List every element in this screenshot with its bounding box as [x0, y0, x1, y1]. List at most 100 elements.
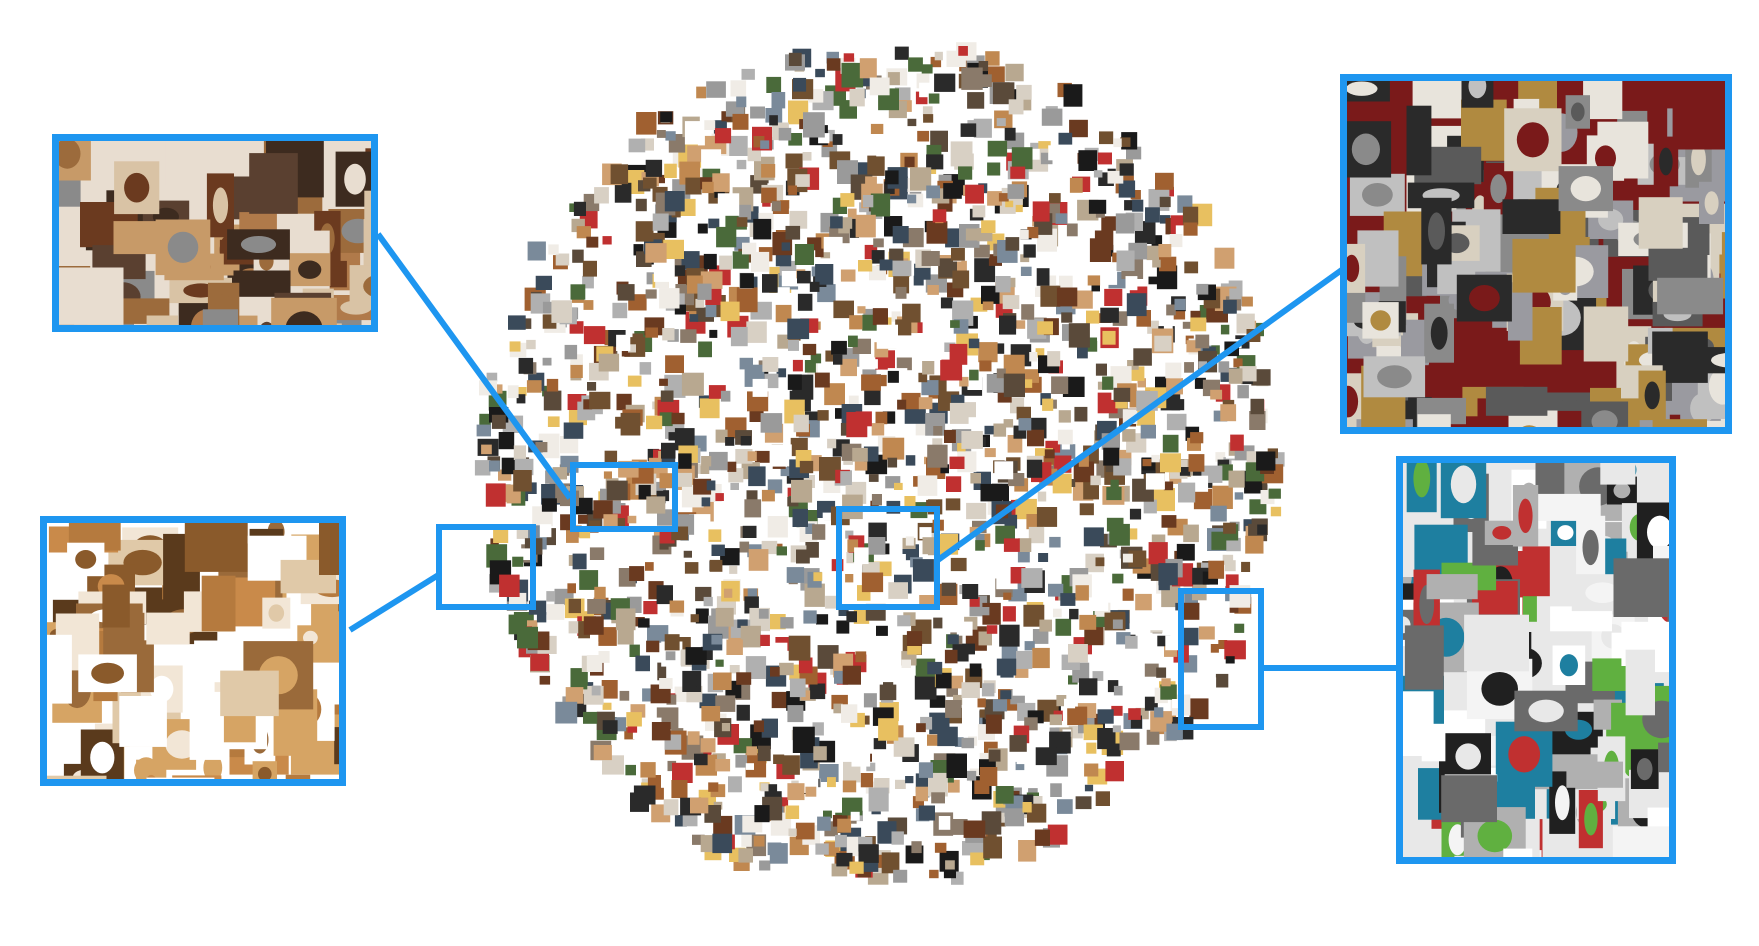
- thumbnail-tile: [795, 822, 815, 840]
- thumbnail-tile: [1182, 206, 1199, 225]
- thumbnail-tile: [840, 358, 857, 377]
- thumbnail-tile: [826, 51, 839, 64]
- thumbnail-tile: [1146, 729, 1160, 745]
- thumbnail-tile: [725, 437, 735, 446]
- thumbnail-tile: [788, 133, 803, 146]
- thumbnail-tile: [760, 413, 783, 433]
- thumbnail-tile: [1026, 459, 1043, 478]
- thumbnail-tile: [1018, 418, 1032, 431]
- thumbnail-tile: [1084, 763, 1099, 777]
- thumbnail-tile: [512, 556, 524, 567]
- thumbnail-tile: [1144, 696, 1158, 711]
- thumbnail-tile: [1027, 803, 1047, 823]
- thumbnail-tile: [1184, 261, 1199, 274]
- inset-thumbnail: [47, 775, 107, 779]
- thumbnail-tile: [761, 718, 778, 738]
- thumbnail-tile: [1110, 479, 1119, 490]
- thumbnail-tile: [803, 112, 825, 138]
- thumbnail-tile: [1090, 475, 1101, 486]
- thumbnail-tile: [845, 530, 854, 539]
- thumbnail-tile: [714, 128, 732, 144]
- thumbnail-tile: [1087, 275, 1101, 286]
- thumbnail-tile: [715, 659, 724, 667]
- thumbnail-tile: [720, 390, 731, 402]
- thumbnail-tile: [1159, 256, 1177, 272]
- thumbnail-tile: [646, 496, 666, 514]
- thumbnail-tile: [655, 174, 665, 184]
- thumbnail-tile: [485, 483, 506, 507]
- thumbnail-tile: [1027, 429, 1045, 447]
- inset-thumbnail: [1652, 419, 1707, 427]
- thumbnail-tile: [1088, 199, 1107, 214]
- thumbnail-tile: [754, 805, 770, 823]
- thumbnail-tile: [780, 617, 794, 629]
- thumbnail-tile: [1016, 84, 1032, 100]
- thumbnail-tile: [576, 226, 591, 239]
- thumbnail-tile: [645, 562, 654, 571]
- thumbnail-tile: [793, 414, 809, 433]
- inset-object-shape: [330, 523, 339, 559]
- thumbnail-tile: [1069, 177, 1083, 193]
- thumbnail-tile: [1112, 573, 1124, 584]
- thumbnail-tile: [902, 303, 921, 323]
- thumbnail-tile: [667, 760, 677, 772]
- thumbnail-tile: [712, 833, 733, 854]
- thumbnail-tile: [975, 540, 985, 551]
- thumbnail-tile: [962, 584, 979, 599]
- inset-object-shape: [167, 231, 199, 263]
- thumbnail-tile: [569, 321, 584, 334]
- thumbnail-tile: [918, 762, 933, 778]
- thumbnail-tile: [1122, 588, 1134, 601]
- thumbnail-tile: [610, 164, 629, 185]
- thumbnail-tile: [759, 860, 771, 871]
- thumbnail-tile: [1067, 706, 1088, 726]
- thumbnail-tile: [1245, 535, 1264, 554]
- thumbnail-tile: [827, 777, 836, 788]
- thumbnail-tile: [693, 478, 712, 495]
- thumbnail-tile: [858, 844, 879, 863]
- thumbnail-tile: [726, 639, 743, 655]
- thumbnail-tile: [938, 816, 951, 830]
- thumbnail-tile: [1042, 398, 1054, 411]
- thumbnail-tile: [969, 597, 980, 607]
- thumbnail-tile: [891, 311, 901, 322]
- thumbnail-tile: [813, 572, 823, 582]
- thumbnail-tile: [1064, 698, 1076, 709]
- thumbnail-tile: [1166, 304, 1176, 316]
- thumbnail-tile: [788, 185, 797, 195]
- thumbnail-tile: [988, 254, 1002, 266]
- thumbnail-tile: [703, 596, 713, 607]
- inset-object-shape: [1711, 353, 1725, 368]
- thumbnail-tile: [1214, 247, 1235, 269]
- thumbnail-tile: [966, 770, 977, 781]
- thumbnail-tile: [730, 326, 748, 347]
- thumbnail-tile: [704, 120, 716, 130]
- thumbnail-tile: [944, 649, 958, 664]
- thumbnail-tile: [1218, 640, 1228, 649]
- thumbnail-tile: [996, 118, 1006, 126]
- thumbnail-tile: [660, 390, 674, 402]
- thumbnail-tile: [656, 130, 666, 138]
- thumbnail-tile: [736, 672, 752, 685]
- thumbnail-tile: [1036, 507, 1058, 527]
- thumbnail-tile: [1120, 137, 1131, 147]
- inset-object-shape: [1377, 365, 1412, 389]
- thumbnail-tile: [702, 181, 714, 194]
- inset-object-shape: [1430, 316, 1448, 350]
- thumbnail-tile: [881, 852, 900, 874]
- thumbnail-tile: [1136, 391, 1158, 411]
- thumbnail-tile: [988, 749, 1001, 762]
- thumbnail-tile: [965, 228, 979, 241]
- thumbnail-tile: [653, 528, 665, 539]
- thumbnail-tile: [481, 444, 492, 455]
- inset-thumbnail: [1509, 168, 1536, 200]
- inset-bicycles: [1396, 456, 1676, 864]
- thumbnail-tile: [981, 683, 995, 697]
- thumbnail-tile: [704, 805, 721, 823]
- inset-object-shape: [1570, 176, 1601, 202]
- inset-object-shape: [1508, 736, 1541, 773]
- thumbnail-tile: [715, 695, 736, 712]
- thumbnail-tile: [1048, 145, 1064, 161]
- thumbnail-tile: [736, 704, 750, 721]
- thumbnail-tile: [1016, 754, 1026, 765]
